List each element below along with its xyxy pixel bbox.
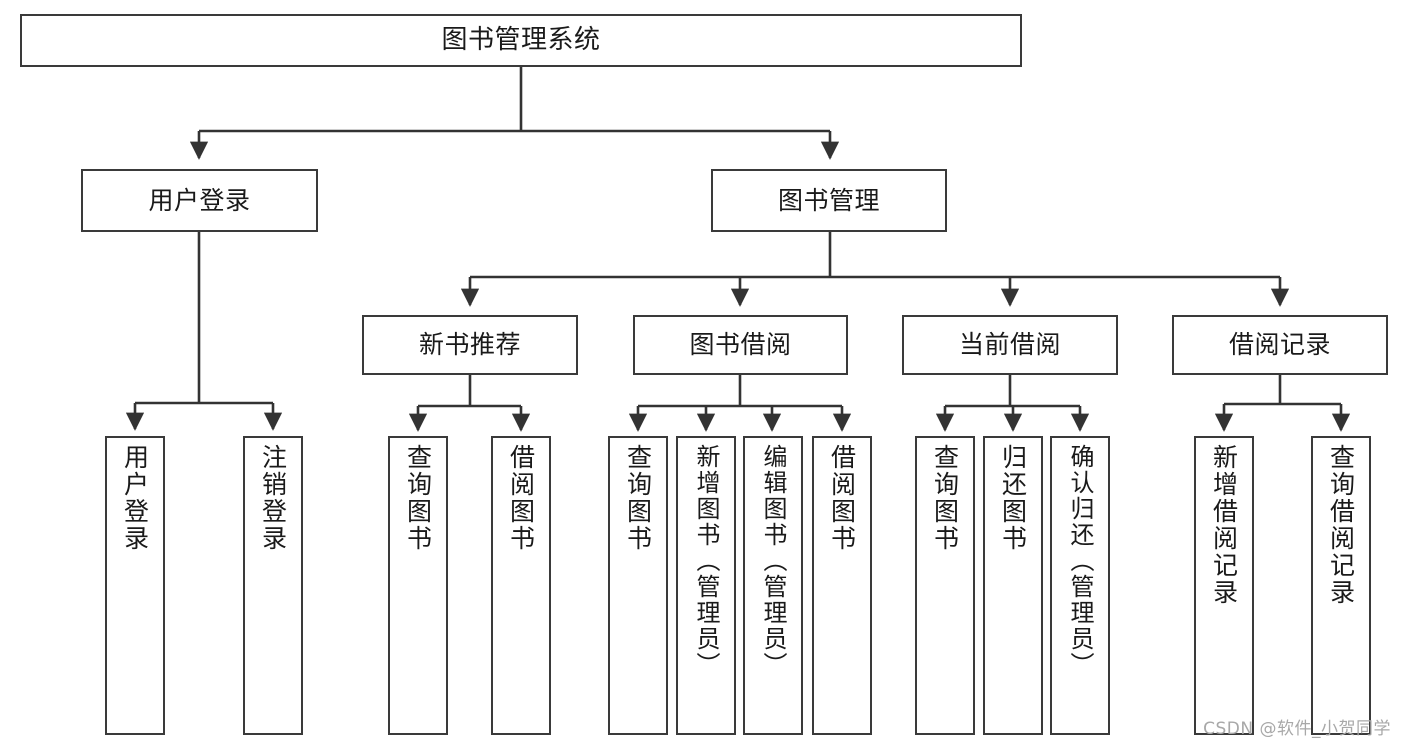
leaf-borrow-borrow-book[interactable]: 借阅图书 <box>812 436 872 735</box>
leaf-new-book-query[interactable]: 查询图书 <box>388 436 448 735</box>
leaf-current-confirm-return-admin[interactable]: 确认归还（管理员） <box>1050 436 1110 735</box>
leaf-current-query-book[interactable]: 查询图书 <box>915 436 975 735</box>
node-label: 图书借阅 <box>689 330 792 359</box>
node-borrow-record[interactable]: 借阅记录 <box>1172 315 1388 375</box>
csdn-watermark: CSDN @软件_小贺同学 <box>1203 719 1391 739</box>
leaf-user-login-signout[interactable]: 注销登录 <box>243 436 303 735</box>
node-label: 新增借阅记录 <box>1209 444 1239 606</box>
node-book-management[interactable]: 图书管理 <box>711 169 947 232</box>
leaf-record-query-record[interactable]: 查询借阅记录 <box>1311 436 1371 735</box>
leaf-new-book-borrow[interactable]: 借阅图书 <box>491 436 551 735</box>
node-label: 归还图书 <box>998 444 1028 552</box>
node-label: 查询图书 <box>930 444 960 552</box>
node-label: 新书推荐 <box>418 330 521 359</box>
node-label: 编辑图书（管理员） <box>759 444 787 678</box>
node-label: 查询图书 <box>403 444 433 552</box>
leaf-borrow-edit-book-admin[interactable]: 编辑图书（管理员） <box>743 436 803 735</box>
leaf-current-return-book[interactable]: 归还图书 <box>983 436 1043 735</box>
node-label: 借阅记录 <box>1228 330 1331 359</box>
node-label: 新增图书（管理员） <box>692 444 720 678</box>
leaf-borrow-query-book[interactable]: 查询图书 <box>608 436 668 735</box>
node-label: 借阅图书 <box>506 444 536 552</box>
node-label: 确认归还（管理员） <box>1066 444 1094 678</box>
node-new-book-recommend[interactable]: 新书推荐 <box>362 315 578 375</box>
leaf-borrow-add-book-admin[interactable]: 新增图书（管理员） <box>676 436 736 735</box>
leaf-user-login-signin[interactable]: 用户登录 <box>105 436 165 735</box>
node-label: 用户登录 <box>148 185 251 215</box>
node-label: 图书管理 <box>777 185 880 215</box>
node-book-borrow[interactable]: 图书借阅 <box>633 315 848 375</box>
node-label: 图书管理系统 <box>441 24 601 55</box>
node-label: 用户登录 <box>120 444 150 552</box>
node-label: 注销登录 <box>258 444 288 552</box>
node-label: 查询借阅记录 <box>1326 444 1356 606</box>
leaf-record-add-record[interactable]: 新增借阅记录 <box>1194 436 1254 735</box>
node-current-borrow[interactable]: 当前借阅 <box>902 315 1118 375</box>
node-label: 查询图书 <box>623 444 653 552</box>
node-user-login[interactable]: 用户登录 <box>81 169 318 232</box>
node-label: 当前借阅 <box>958 330 1061 359</box>
node-root-system[interactable]: 图书管理系统 <box>20 14 1022 67</box>
node-label: 借阅图书 <box>827 444 857 552</box>
